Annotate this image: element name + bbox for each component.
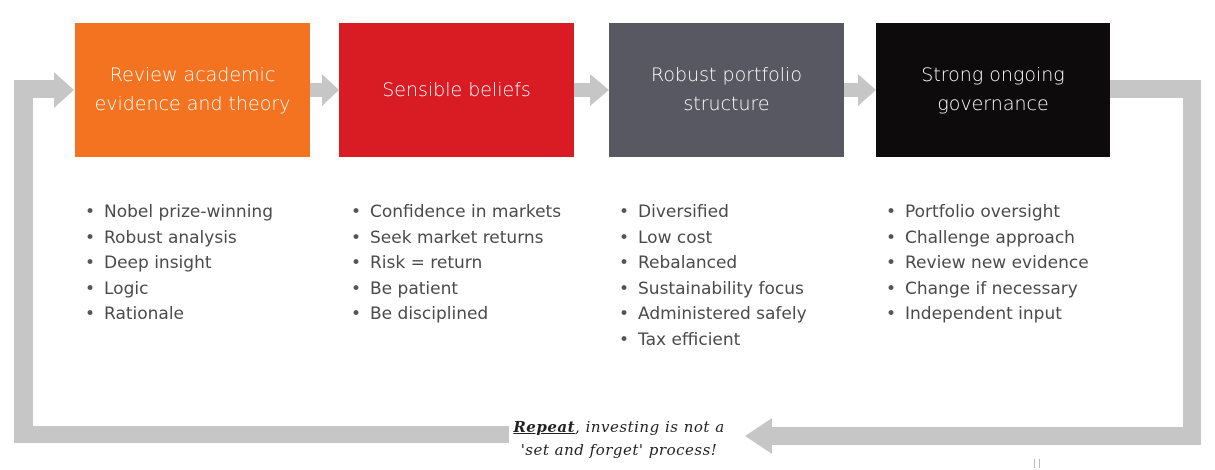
- connector-paths: [14, 72, 1201, 454]
- stage-title-line: evidence and theory: [94, 93, 291, 115]
- loop-caption-line-2: 'set and forget' process!: [520, 441, 718, 459]
- list-item: Confidence in markets: [349, 200, 561, 226]
- loop-caption-text: , investing is not a: [575, 418, 725, 436]
- list-item: Sustainability focus: [617, 277, 807, 303]
- stage-title-line: Review academic: [109, 64, 276, 86]
- bullet-list-ongoing-governance: Portfolio oversight Challenge approach R…: [884, 200, 1089, 328]
- bullet-list-review-evidence: Nobel prize-winning Robust analysis Deep…: [83, 200, 273, 328]
- list-item: Logic: [83, 277, 273, 303]
- list-item: Seek market returns: [349, 226, 561, 252]
- list-item: Tax efficient: [617, 328, 807, 354]
- arrow-2-to-3: [574, 74, 609, 106]
- stage-box-ongoing-governance: Strong ongoing governance: [876, 23, 1110, 157]
- stage-title-line: Robust portfolio: [651, 64, 802, 86]
- bullet-list-portfolio-structure: Diversified Low cost Rebalanced Sustaina…: [617, 200, 807, 353]
- list-item: Diversified: [617, 200, 807, 226]
- list-item: Be patient: [349, 277, 561, 303]
- list-item: Review new evidence: [884, 251, 1089, 277]
- list-item: Deep insight: [83, 251, 273, 277]
- edge-mark: [1034, 459, 1040, 468]
- list-item: Challenge approach: [884, 226, 1089, 252]
- loop-caption: Repeat, investing is not a 'set and forg…: [506, 416, 732, 462]
- list-item: Be disciplined: [349, 302, 561, 328]
- list-item: Robust analysis: [83, 226, 273, 252]
- list-item: Administered safely: [617, 302, 807, 328]
- stage-box-review-evidence: Review academic evidence and theory: [75, 23, 310, 157]
- list-item: Independent input: [884, 302, 1089, 328]
- list-item: Rebalanced: [617, 251, 807, 277]
- list-item: Risk = return: [349, 251, 561, 277]
- stage-title-line: Sensible beliefs: [382, 78, 531, 101]
- stage-box-portfolio-structure: Robust portfolio structure: [609, 23, 844, 157]
- bullet-list-sensible-beliefs: Confidence in markets Seek market return…: [349, 200, 561, 328]
- loop-caption-line-1: Repeat, investing is not a: [506, 416, 732, 439]
- arrow-1-to-2: [310, 74, 339, 106]
- stage-title-line: governance: [937, 93, 1049, 115]
- list-item: Rationale: [83, 302, 273, 328]
- stage-title-line: Strong ongoing: [921, 64, 1065, 86]
- stage-box-sensible-beliefs: Sensible beliefs: [339, 23, 574, 157]
- loop-caption-emphasis: Repeat: [513, 418, 576, 436]
- list-item: Portfolio oversight: [884, 200, 1089, 226]
- list-item: Nobel prize-winning: [83, 200, 273, 226]
- stage-title-line: structure: [683, 93, 770, 115]
- list-item: Change if necessary: [884, 277, 1089, 303]
- list-item: Low cost: [617, 226, 807, 252]
- arrow-3-to-4: [844, 74, 876, 106]
